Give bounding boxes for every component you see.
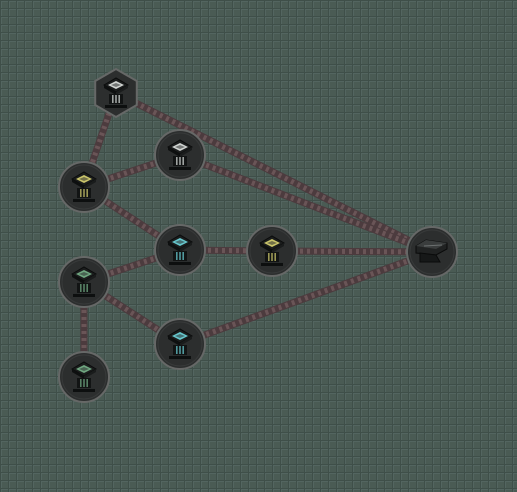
skill-node-anvil[interactable] (406, 226, 458, 278)
pedestal-icon (71, 266, 97, 297)
pedestal-icon (167, 234, 193, 265)
skill-node-green-pedestal-lower[interactable] (58, 351, 110, 403)
link-yellow-pedestal-center-to-anvil (268, 247, 436, 256)
skill-node-cyan-pedestal-middle[interactable] (154, 224, 206, 276)
pedestal-icon (71, 361, 97, 392)
skill-node-cyan-pedestal-lower[interactable] (154, 318, 206, 370)
pedestal-icon (167, 328, 193, 359)
pedestal-icon (167, 139, 193, 170)
skill-node-root[interactable] (94, 67, 138, 119)
pedestal-icon (259, 235, 285, 266)
link-white-pedestal-to-anvil (176, 151, 436, 256)
skill-node-yellow-pedestal-center[interactable] (246, 225, 298, 277)
anvil-icon (415, 239, 448, 263)
pedestal-icon (103, 77, 129, 108)
link-root-to-anvil (112, 89, 436, 256)
link-cyan-pedestal-lower-to-anvil (176, 248, 436, 348)
pedestal-icon (71, 171, 97, 202)
skill-node-green-pedestal-upper[interactable] (58, 256, 110, 308)
skill-node-yellow-pedestal-left[interactable] (58, 161, 110, 213)
skill-node-white-pedestal[interactable] (154, 129, 206, 181)
